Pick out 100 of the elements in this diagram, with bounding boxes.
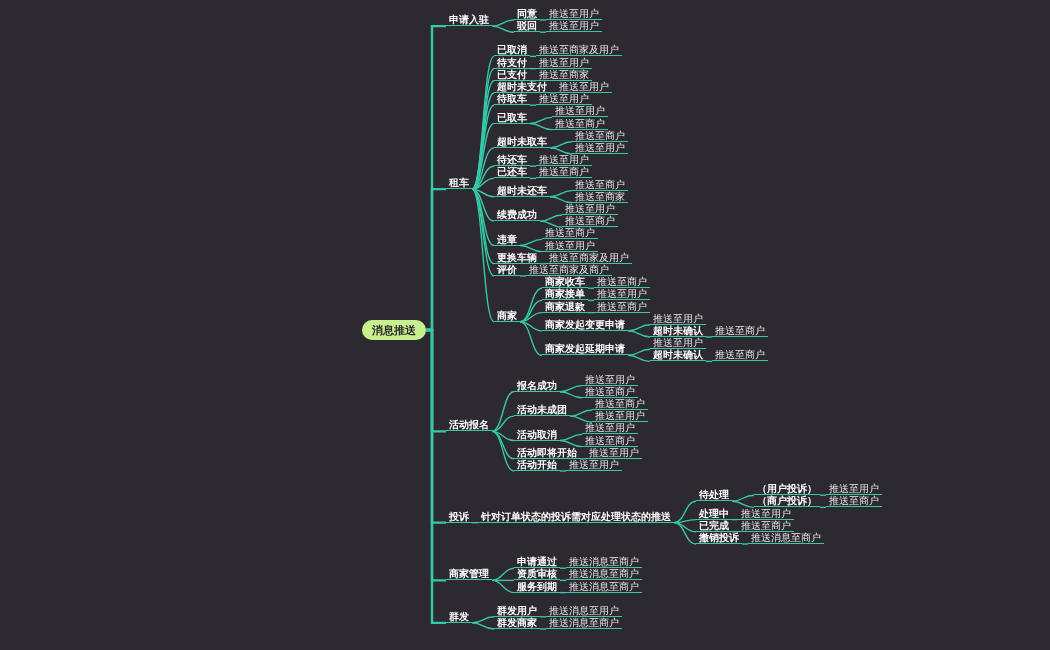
topic-label: 推送至商家 <box>536 68 592 81</box>
branch-line <box>731 494 755 502</box>
topic-label: 资质审核 <box>514 568 560 581</box>
topic-label: 推送至用户 <box>592 410 648 423</box>
topic-label: 推送至商家 <box>572 190 628 203</box>
branch-line <box>627 348 651 356</box>
topic-label: 推送消息至商户 <box>748 532 824 544</box>
topic-label: 群发 <box>446 610 472 623</box>
branch-line <box>491 415 515 433</box>
branch-line <box>627 330 651 338</box>
topic-label: 待处理 <box>696 489 732 502</box>
topic-label: 服务到期 <box>514 580 560 593</box>
topic-label: 推送至商户 <box>582 385 638 398</box>
topic-label: 推送至商户 <box>712 325 768 337</box>
topic-label: 推送至商户 <box>572 178 628 191</box>
branch-line <box>673 521 697 545</box>
topic-label: 已取车 <box>494 111 530 124</box>
root-topic-pill: 消息推送 <box>362 320 426 340</box>
topic-label: 推送至商户 <box>592 398 648 410</box>
topic-label: 超时未还车 <box>494 184 550 197</box>
topic-label: 超时未支付 <box>494 81 550 93</box>
branch-line <box>559 579 567 582</box>
topic-label: 推送至用户 <box>562 203 618 215</box>
topic-label: 活动取消 <box>514 428 560 441</box>
branch-line <box>539 214 563 222</box>
branch-line <box>559 591 567 594</box>
topic-label: 推送至用户 <box>572 142 628 154</box>
branch-line <box>559 567 567 569</box>
branch-line <box>731 500 755 509</box>
topic-label: 待还车 <box>494 154 530 167</box>
topic-label: 商家 <box>494 309 520 322</box>
branch-line <box>491 25 515 33</box>
branch-line <box>491 430 515 472</box>
branch-line <box>587 311 595 314</box>
branch-line <box>471 188 495 247</box>
branch-line <box>539 628 547 630</box>
branch-line <box>569 409 593 417</box>
branch-line <box>673 500 697 524</box>
topic-label: 待取车 <box>494 93 530 106</box>
branch-line <box>539 19 547 21</box>
topic-label: 商家接单 <box>542 288 588 301</box>
topic-label: 推送至用户 <box>546 8 602 20</box>
topic-label: 推送至商户 <box>594 300 650 313</box>
topic-label: 推送至用户 <box>650 337 706 350</box>
branch-line <box>731 518 739 521</box>
topic-label: 申请入驻 <box>446 14 492 27</box>
topic-label: 推送至商户 <box>826 495 882 508</box>
topic-label: 违章 <box>494 233 520 246</box>
topic-label: 租车 <box>446 177 472 190</box>
topic-label: 推送至用户 <box>536 56 592 69</box>
topic-label: 超时未取车 <box>494 135 550 148</box>
branch-line <box>549 141 573 149</box>
branch-line <box>519 275 527 277</box>
topic-label: 同意 <box>514 8 540 20</box>
topic-label: 已取消 <box>494 44 530 57</box>
topic-label: 超时未确认 <box>650 325 706 337</box>
topic-label: 推送至用户 <box>594 288 650 301</box>
topic-label: 推送至用户 <box>536 93 592 106</box>
branch-line <box>491 579 515 594</box>
branch-line <box>819 506 827 509</box>
topic-label: 推送消息至商户 <box>546 617 622 629</box>
topic-label: 超时未确认 <box>650 349 706 362</box>
branch-line <box>627 354 651 363</box>
topic-label: 推送至用户 <box>546 20 602 33</box>
branch-line <box>587 299 595 302</box>
branch-line <box>529 67 537 70</box>
topic-label: 已支付 <box>494 68 530 81</box>
topic-label: 投诉 <box>446 510 472 523</box>
topic-label: 申请通过 <box>514 556 560 569</box>
topic-label: 群发商家 <box>494 617 540 629</box>
topic-label: 商家发起变更申请 <box>542 318 628 331</box>
topic-label: 更换车辆 <box>494 251 540 264</box>
topic-label: 处理中 <box>696 507 732 520</box>
topic-label: 推送至用户 <box>556 81 612 93</box>
topic-label: 续费成功 <box>494 209 540 222</box>
topic-label: 推送至商家及商户 <box>526 264 612 276</box>
branch-line <box>705 360 713 363</box>
topic-label: 报名成功 <box>514 379 560 392</box>
topic-label: 活动未成团 <box>514 404 570 417</box>
branch-line <box>569 415 593 423</box>
topic-label: 推送至商户 <box>562 215 618 228</box>
topic-label: 活动即将开始 <box>514 446 580 459</box>
topic-label: 推送至用户 <box>552 105 608 118</box>
topic-label: 活动开始 <box>514 459 560 471</box>
topic-label: （商户投诉） <box>754 495 820 508</box>
topic-label: 推送至商户 <box>594 276 650 289</box>
branch-line <box>491 19 515 27</box>
topic-label: 推送消息至用户 <box>546 604 622 617</box>
topic-label: 推送至用户 <box>566 459 622 471</box>
branch-line <box>519 244 543 253</box>
branch-line <box>519 299 543 323</box>
branch-line <box>587 287 595 289</box>
topic-label: 商家收车 <box>542 276 588 289</box>
branch-line <box>529 177 537 180</box>
branch-line <box>539 220 563 228</box>
topic-label: 撤销投诉 <box>696 532 742 544</box>
branch-line <box>559 391 583 399</box>
topic-label: 推送消息至商户 <box>566 556 642 569</box>
branch-line <box>549 196 573 204</box>
branch-line <box>705 336 713 338</box>
